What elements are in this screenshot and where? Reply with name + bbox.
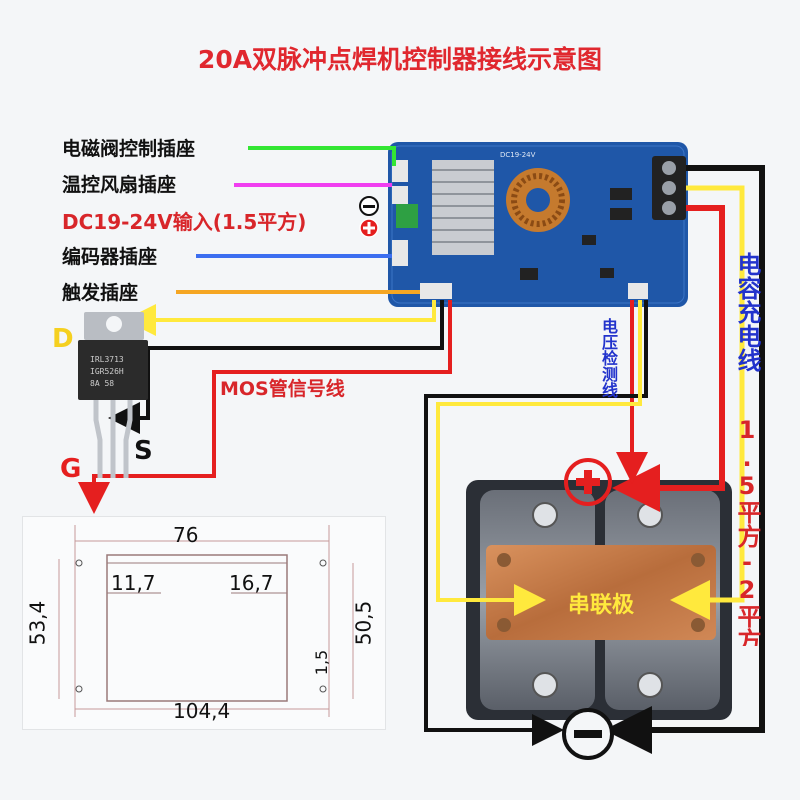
label-cap-charge-part1: 电容充电线 — [730, 252, 765, 482]
label-voltage-detect: 电压检测线 — [599, 318, 618, 398]
controller-board: DC19-24V — [388, 142, 688, 307]
dim-width-inner: 76 — [173, 523, 199, 547]
label-dc-input: DC19-24V输入(1.5平方) — [62, 210, 307, 234]
pin-g-label: G — [60, 454, 82, 484]
dc-plus-icon — [359, 218, 379, 238]
mosfet-transistor: IRL3713 IGR526H 8A 58 — [78, 312, 148, 478]
cap-charge-size: 1.5平方-2平方 — [733, 416, 761, 646]
mosfet-marking-1: IRL3713 — [90, 355, 124, 364]
dimension-lines — [58, 525, 354, 717]
dim-width-outer: 104,4 — [173, 699, 231, 723]
charge-wires — [604, 165, 765, 754]
label-encoder-socket: 编码器插座 — [62, 246, 158, 268]
mosfet-marking-2: IGR526H — [90, 367, 124, 376]
heatsink — [432, 160, 494, 255]
socket-wires — [176, 146, 420, 294]
board-silk: DC19-24V — [500, 151, 536, 159]
pin-d-label: D — [52, 324, 74, 354]
dc-minus-icon — [359, 196, 379, 216]
dim-left-offset: 11,7 — [111, 571, 156, 595]
dim-hole-offset: 1,5 — [312, 649, 332, 676]
label-fan-socket: 温控风扇插座 — [62, 174, 177, 196]
label-trigger-socket: 触发插座 — [62, 282, 139, 304]
label-solenoid-socket: 电磁阀控制插座 — [62, 138, 196, 160]
voltage-detect-wires — [424, 300, 648, 746]
cap-charge-text: 电容充电线 — [733, 252, 761, 372]
series-wires — [432, 185, 745, 620]
dim-right-offset: 16,7 — [229, 571, 274, 595]
dc-input-terminal — [396, 204, 418, 228]
toroid-inductor — [506, 168, 570, 232]
diagram-title: 20A双脉冲点焊机控制器接线示意图 — [197, 45, 603, 74]
mosfet-marking-3: 8A 58 — [90, 379, 114, 388]
trigger-connector — [420, 283, 452, 299]
copper-busbar — [486, 545, 716, 640]
dimension-drawing: 76 11,7 16,7 53,4 50,5 1,5 104,4 — [22, 516, 386, 730]
label-mos-signal: MOS管信号线 — [220, 377, 345, 400]
encoder-connector — [392, 240, 408, 266]
cap-plus-icon — [564, 458, 612, 506]
cap-minus-icon — [562, 708, 614, 760]
label-series-pole: 串联极 — [568, 593, 635, 618]
pin-s-label: S — [134, 436, 153, 466]
label-cap-charge-part2: 1.5平方-2平方 — [730, 416, 765, 646]
fan-connector — [392, 186, 408, 204]
dim-height-inner: 50,5 — [351, 600, 376, 646]
dim-height-outer: 53,4 — [25, 600, 50, 646]
output-terminal-block — [652, 156, 686, 220]
